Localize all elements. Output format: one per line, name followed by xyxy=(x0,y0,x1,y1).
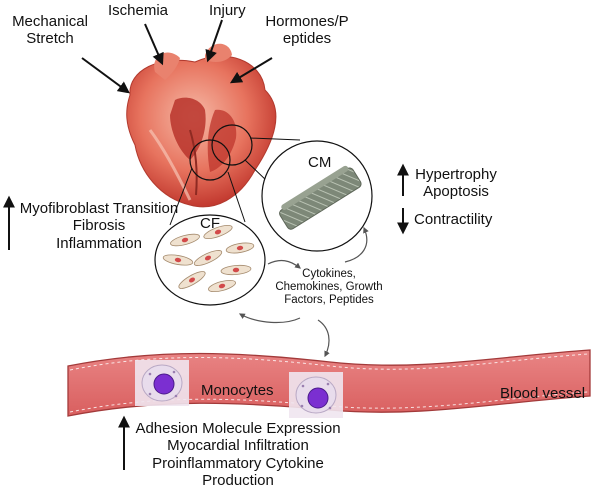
cf-label: CF xyxy=(200,215,220,232)
vessel-effect-infiltration: Myocardial Infiltration xyxy=(126,437,350,454)
vessel-effect-cytokine-production: Proinflammatory Cytokine Production xyxy=(126,455,350,489)
monocytes-label: Monocytes xyxy=(201,382,274,399)
arrow-mechanical-stretch xyxy=(82,58,128,92)
cf-effect-myofibroblast: Myofibroblast Transition xyxy=(14,200,184,217)
cf-effect-inflammation: Inflammation xyxy=(14,235,184,252)
mediators-label: Cytokines, Chemokines, Growth Factors, P… xyxy=(262,268,396,308)
cf-effect-fibrosis: Fibrosis xyxy=(14,217,184,234)
diagram-stage: Mechanical Stretch Ischemia Injury Hormo… xyxy=(0,0,601,479)
label-mechanical-stretch-line-1: Mechanical xyxy=(4,13,96,30)
cm-effect-hypertrophy: Hypertrophy xyxy=(410,166,502,183)
mediators-line-3: Factors, Peptides xyxy=(262,294,396,307)
monocyte-cell-2 xyxy=(289,372,343,418)
mediators-line-2: Chemokines, Growth xyxy=(262,281,396,294)
monocyte-cell-1 xyxy=(135,360,189,406)
blood-vessel-label: Blood vessel xyxy=(500,385,585,402)
label-hormones-line-1: Hormones/P xyxy=(262,13,352,30)
label-hormones-peptides: Hormones/P eptides xyxy=(262,13,352,48)
arrow-ischemia xyxy=(145,24,162,63)
vessel-effect-adhesion: Adhesion Molecule Expression xyxy=(126,420,350,437)
mediators-line-1: Cytokines, xyxy=(262,268,396,281)
label-mechanical-stretch: Mechanical Stretch xyxy=(4,13,96,48)
cm-effects-up: Hypertrophy Apoptosis xyxy=(410,166,502,201)
label-ischemia: Ischemia xyxy=(108,2,168,19)
arrow-cf-to-mediators xyxy=(268,261,300,268)
arrow-mediators-to-vessel xyxy=(318,320,329,356)
cm-effect-contractility: Contractility xyxy=(414,211,492,228)
cf-effects-up: Myofibroblast Transition Fibrosis Inflam… xyxy=(14,200,184,252)
cm-effect-apoptosis: Apoptosis xyxy=(410,183,502,200)
arrow-mediators-to-cf xyxy=(240,314,300,323)
label-injury: Injury xyxy=(209,2,246,19)
label-mechanical-stretch-line-2: Stretch xyxy=(4,30,96,47)
label-hormones-line-2: eptides xyxy=(262,30,352,47)
cm-label: CM xyxy=(308,154,331,171)
